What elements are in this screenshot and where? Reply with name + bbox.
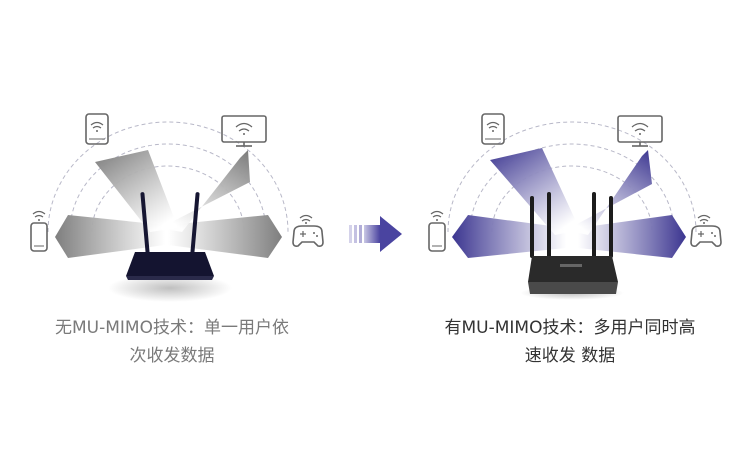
gamepad-icon [292, 225, 324, 247]
arrow-right-icon [349, 216, 402, 252]
monitor-icon [221, 115, 267, 147]
gamepad-icon [690, 225, 722, 247]
wifi-icon [697, 214, 711, 224]
wifi-icon [430, 210, 444, 221]
tablet-icon [85, 113, 109, 145]
beam-right-phone [452, 215, 566, 258]
phone-icon [30, 222, 48, 252]
router-icon [126, 252, 214, 276]
beam-left-phone [55, 215, 165, 258]
beam-left-monitor [160, 150, 250, 232]
right-caption-line2: 速收发 数据 [524, 346, 616, 366]
beam-right-gamepad [578, 215, 686, 258]
monitor-icon [617, 115, 663, 147]
right-router [520, 192, 624, 300]
right-signal-arcs [447, 121, 697, 233]
beam-right-tablet [490, 148, 580, 235]
beam-right-monitor [566, 150, 652, 235]
left-signal-arcs [47, 121, 289, 233]
left-caption: 无MU-MIMO技术：单一用户依 次收发数据 [22, 314, 322, 370]
left-caption-line2: 次收发数据 [129, 346, 215, 366]
left-panel [30, 113, 324, 302]
right-caption: 有MU-MIMO技术：多用户同时高 速收发 数据 [420, 314, 720, 370]
beam-left-tablet [95, 150, 178, 232]
right-panel [428, 113, 722, 300]
left-caption-line1: 无MU-MIMO技术：单一用户依 [55, 318, 289, 338]
tablet-icon [481, 113, 505, 145]
left-beams [55, 150, 282, 258]
wifi-icon [299, 214, 313, 224]
phone-icon [428, 222, 446, 252]
right-caption-line1: 有MU-MIMO技术：多用户同时高 [444, 318, 696, 338]
left-router [108, 192, 232, 302]
router-icon [528, 256, 618, 282]
right-beams [452, 148, 686, 258]
wifi-icon [32, 210, 46, 221]
